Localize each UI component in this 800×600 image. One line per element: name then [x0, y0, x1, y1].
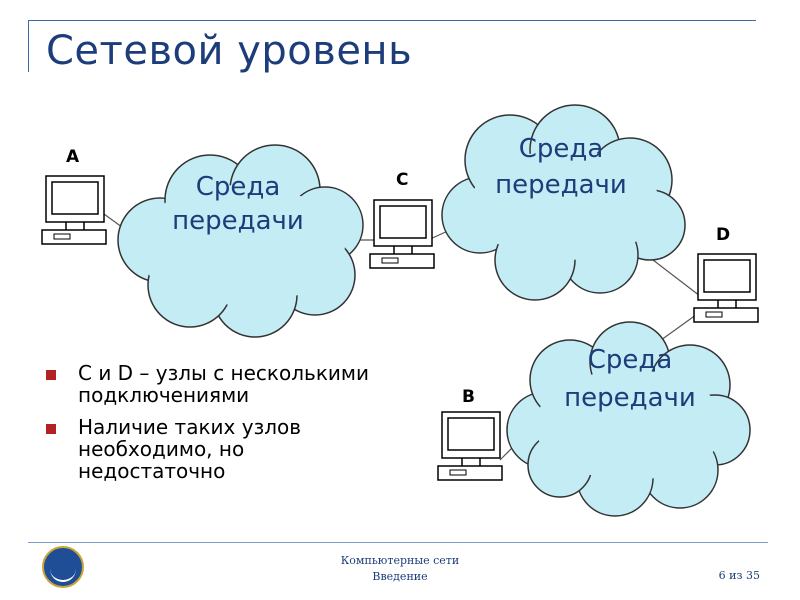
bullet-list: C и D – узлы с несколькими подключениями… — [46, 362, 386, 492]
footer-rule — [28, 542, 768, 543]
bullet-square-icon — [46, 370, 56, 380]
cloud-top-right-label-1: Среда — [519, 134, 604, 164]
bullet-item: Наличие таких узлов необходимо, но недос… — [46, 416, 386, 482]
cloud-bottom-right-label-2: передачи — [564, 383, 696, 413]
cloud-top-right-label-2: передачи — [495, 170, 627, 200]
cloud-bottom-right-label-1: Среда — [588, 345, 673, 375]
footer-course: Компьютерные сети — [340, 554, 460, 567]
computer-b-icon — [437, 411, 503, 481]
bullet-text: Наличие таких узлов необходимо, но недос… — [78, 415, 302, 483]
node-d-label: D — [716, 225, 730, 245]
computer-c-icon — [369, 199, 435, 269]
cloud-top-right — [441, 104, 686, 301]
node-c-label: C — [396, 170, 408, 190]
university-logo-icon — [42, 546, 84, 588]
bullet-item: C и D – узлы с несколькими подключениями — [46, 362, 386, 406]
title-rule-top — [28, 20, 756, 21]
logo-arc — [50, 566, 76, 582]
cloud-left-label-2: передачи — [172, 206, 304, 236]
computer-a-icon — [41, 175, 107, 245]
cloud-left — [117, 144, 364, 338]
title-rule-left — [28, 20, 29, 72]
bullet-text: C и D – узлы с несколькими подключениями — [78, 361, 369, 407]
cloud-left-label-1: Среда — [196, 172, 281, 202]
page-title: Сетевой уровень — [46, 28, 413, 74]
footer-section: Введение — [372, 570, 428, 583]
page-number: 6 из 35 — [718, 569, 760, 582]
bullet-square-icon — [46, 424, 56, 434]
cloud-bottom-right — [506, 321, 751, 517]
computer-d-icon — [693, 253, 759, 323]
node-a-label: A — [66, 147, 80, 167]
node-b-label: B — [462, 387, 475, 407]
